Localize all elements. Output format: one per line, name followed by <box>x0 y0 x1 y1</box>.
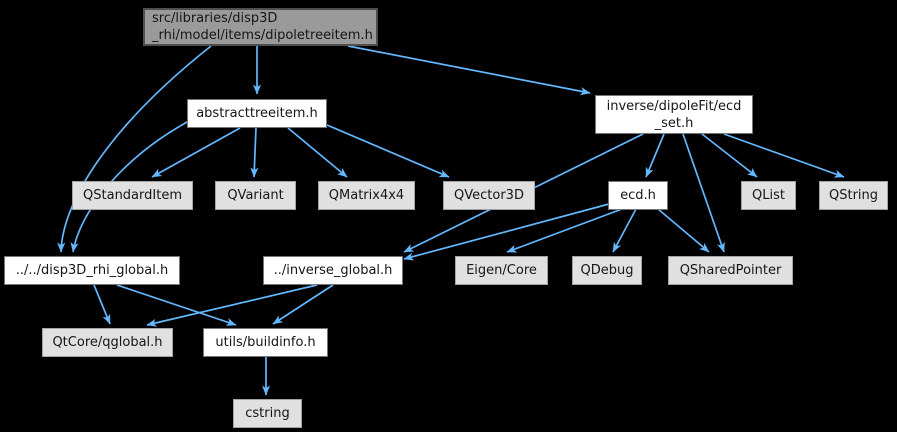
edge-inverse_global-to-utils_buildinfo <box>272 284 334 325</box>
node-ecd[interactable]: ecd.h <box>608 181 668 210</box>
node-dipoletreeitem: src/libraries/disp3D _rhi/model/items/dip… <box>143 8 378 46</box>
edge-abstracttreeitem-to-qmatrix4x4 <box>287 127 348 178</box>
node-utils_buildinfo[interactable]: utils/buildinfo.h <box>203 328 328 357</box>
node-label: src/libraries/disp3D <box>152 11 278 26</box>
edge-ecd_set-to-qsharedpointer <box>682 133 725 253</box>
node-label: QSharedPointer <box>679 263 782 278</box>
node-label: QDebug <box>580 263 634 278</box>
edge-inverse_global-to-qtcore_qglobal <box>146 284 318 327</box>
edge-ecd-to-eigen_core <box>506 208 623 253</box>
edge-ecd-to-qsharedpointer <box>657 208 710 253</box>
node-label: QtCore/qglobal.h <box>52 335 163 350</box>
node-cstring: cstring <box>233 399 302 428</box>
node-label: _rhi/model/items/dipoletreeitem.h <box>152 28 373 43</box>
node-ecd_set[interactable]: inverse/dipoleFit/ecd_set.h <box>595 95 753 134</box>
node-label: QMatrix4x4 <box>328 188 405 203</box>
node-label: _set.h <box>654 115 694 131</box>
node-label: QList <box>752 188 785 203</box>
edge-ecd_set-to-qlist <box>701 133 758 178</box>
node-qstring: QString <box>819 181 888 210</box>
node-label: ecd.h <box>620 188 656 203</box>
edge-abstracttreeitem-to-qvector3d <box>326 124 450 178</box>
node-qmatrix4x4: QMatrix4x4 <box>318 181 415 210</box>
node-label: utils/buildinfo.h <box>215 335 316 350</box>
edge-dipoletreeitem-to-disp3d_rhi_global <box>57 45 212 253</box>
node-label: QVector3D <box>454 188 524 203</box>
edge-ecd_set-to-ecd <box>645 133 665 178</box>
node-label: QVariant <box>227 188 284 203</box>
node-label: inverse/dipoleFit/ecd <box>606 98 742 114</box>
node-qvector3d: QVector3D <box>443 181 535 210</box>
node-label: abstracttreeitem.h <box>196 106 318 121</box>
node-qsharedpointer: QSharedPointer <box>668 256 793 285</box>
node-disp3d_rhi_global[interactable]: ../../disp3D_rhi_global.h <box>4 256 180 285</box>
edge-dipoletreeitem-to-ecd_set <box>347 45 591 96</box>
node-qvariant: QVariant <box>215 181 296 210</box>
node-qstandarditem: QStandardItem <box>72 181 193 210</box>
node-abstracttreeitem[interactable]: abstracttreeitem.h <box>187 99 327 128</box>
edge-disp3d_rhi_global-to-qtcore_qglobal <box>93 284 111 325</box>
node-eigen_core: Eigen/Core <box>455 256 548 285</box>
node-qdebug: QDebug <box>572 256 642 285</box>
node-qlist: QList <box>741 181 796 210</box>
node-label: Eigen/Core <box>466 263 537 278</box>
edge-disp3d_rhi_global-to-utils_buildinfo <box>116 284 237 326</box>
edge-abstracttreeitem-to-qvariant <box>250 127 259 178</box>
edge-abstracttreeitem-to-qstandarditem <box>151 127 241 178</box>
node-inverse_global[interactable]: ../inverse_global.h <box>263 256 403 285</box>
edge-ecd-to-qdebug <box>612 208 637 253</box>
node-label: QString <box>828 188 879 203</box>
node-qtcore_qglobal: QtCore/qglobal.h <box>42 328 173 357</box>
node-label: cstring <box>245 406 290 421</box>
node-label: ../../disp3D_rhi_global.h <box>15 263 169 278</box>
node-label: QStandardItem <box>83 188 182 203</box>
edge-ecd-to-inverse_global <box>403 203 610 261</box>
node-label: ../inverse_global.h <box>273 263 393 278</box>
edge-ecd_set-to-qstring <box>723 133 845 178</box>
